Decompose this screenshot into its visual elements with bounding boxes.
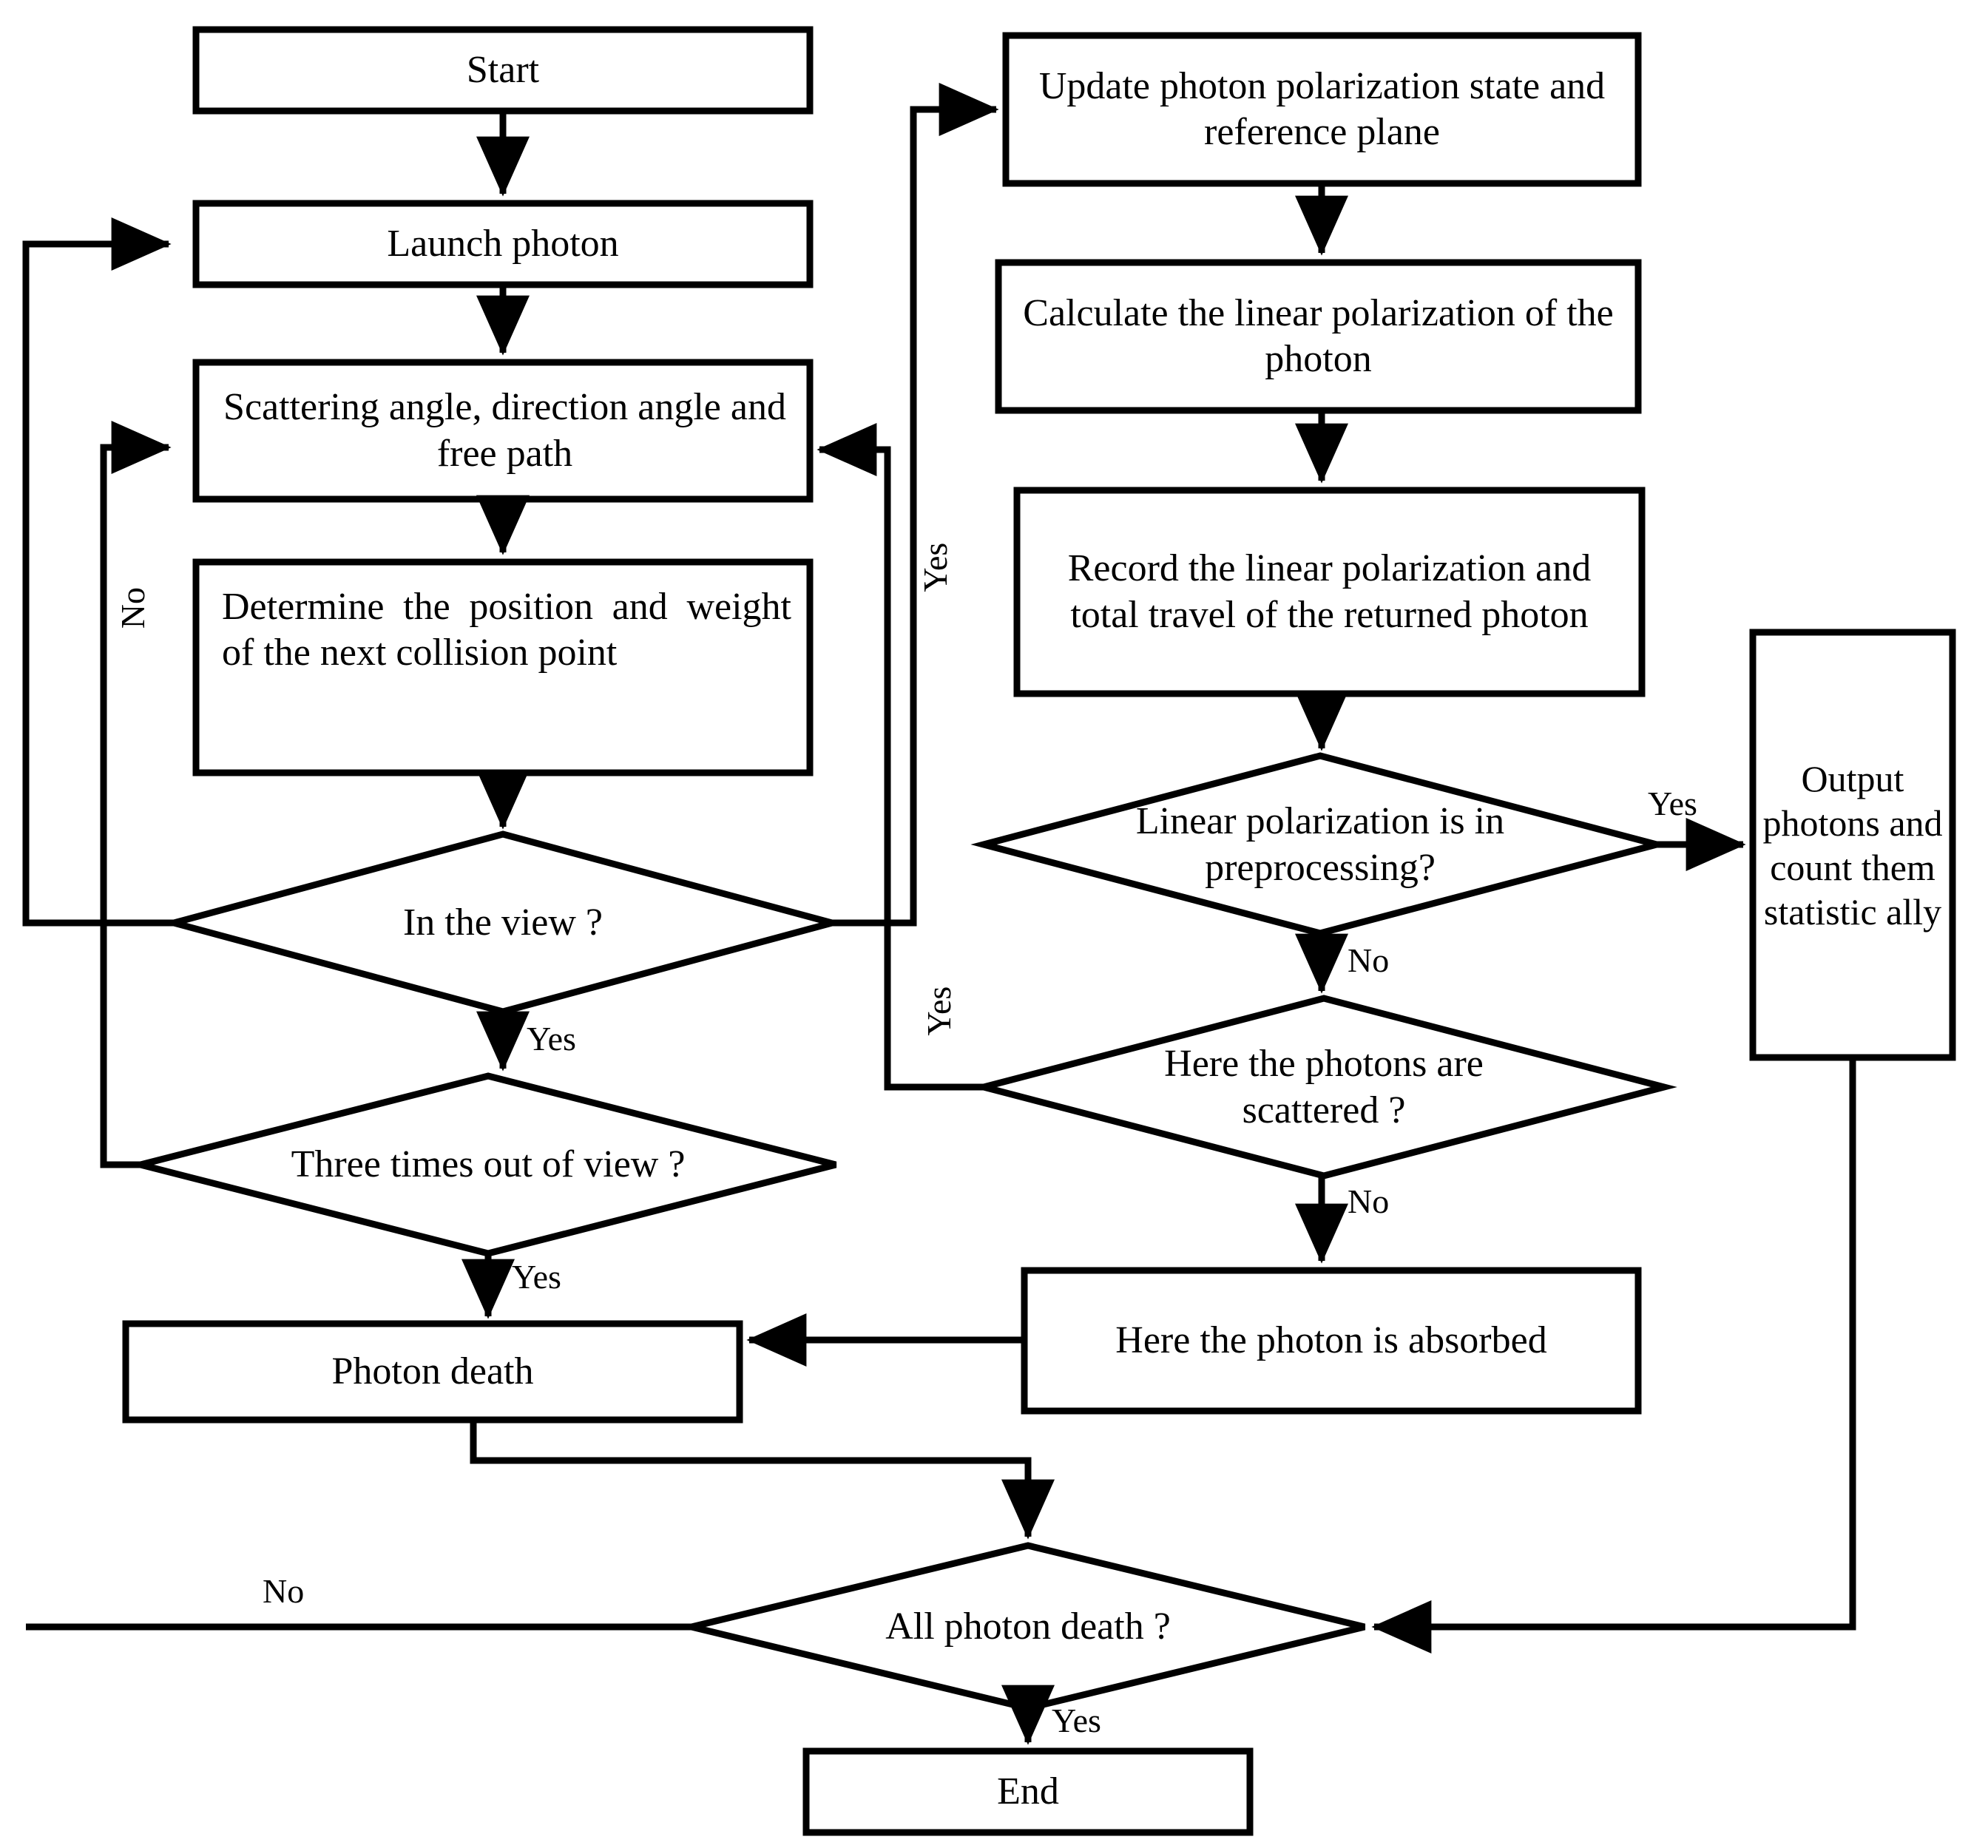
edge-output-alldeath — [1371, 1057, 1856, 1654]
node-record[interactable] — [1013, 487, 1646, 697]
edge-inview-launch-no — [22, 217, 174, 927]
node-output[interactable] — [1749, 629, 1956, 1061]
edge-label-inview-no: No — [113, 587, 152, 629]
edge-inview-update-yes — [832, 83, 999, 927]
node-end[interactable] — [802, 1747, 1254, 1836]
node-determine[interactable] — [192, 558, 814, 776]
node-scattered[interactable] — [970, 995, 1677, 1179]
node-in-view[interactable] — [160, 830, 845, 1015]
node-launch[interactable] — [192, 200, 814, 288]
edge-label-inview-yes: Yes — [527, 1020, 576, 1057]
edge-photondeath-alldeath — [470, 1420, 1055, 1540]
node-calculate[interactable] — [995, 259, 1642, 414]
edge-label-threetimes-yes: Yes — [512, 1258, 561, 1296]
edge-label-preproc-yes: Yes — [1648, 785, 1697, 822]
edge-label-alldeath-no: No — [263, 1572, 305, 1610]
edge-label-scattered-no: No — [1348, 1182, 1390, 1220]
node-start[interactable] — [192, 26, 814, 115]
edge-label-alldeath-yes: Yes — [1052, 1702, 1101, 1739]
node-absorbed[interactable] — [1021, 1267, 1642, 1415]
node-preprocessing[interactable] — [970, 752, 1670, 937]
node-three-times[interactable] — [139, 1072, 837, 1257]
node-update[interactable] — [1002, 32, 1642, 187]
edge-label-scattered-yes: Yes — [919, 986, 958, 1036]
edge-threetimes-scatter-no — [100, 421, 172, 1168]
node-all-death[interactable] — [690, 1542, 1366, 1712]
node-scatter[interactable] — [192, 359, 814, 503]
edge-scattered-scatter-yes — [816, 423, 984, 1091]
edge-label-inview-update-yes: Yes — [916, 542, 954, 592]
edge-label-preproc-no: No — [1348, 941, 1390, 979]
node-photon-death[interactable] — [122, 1320, 743, 1424]
